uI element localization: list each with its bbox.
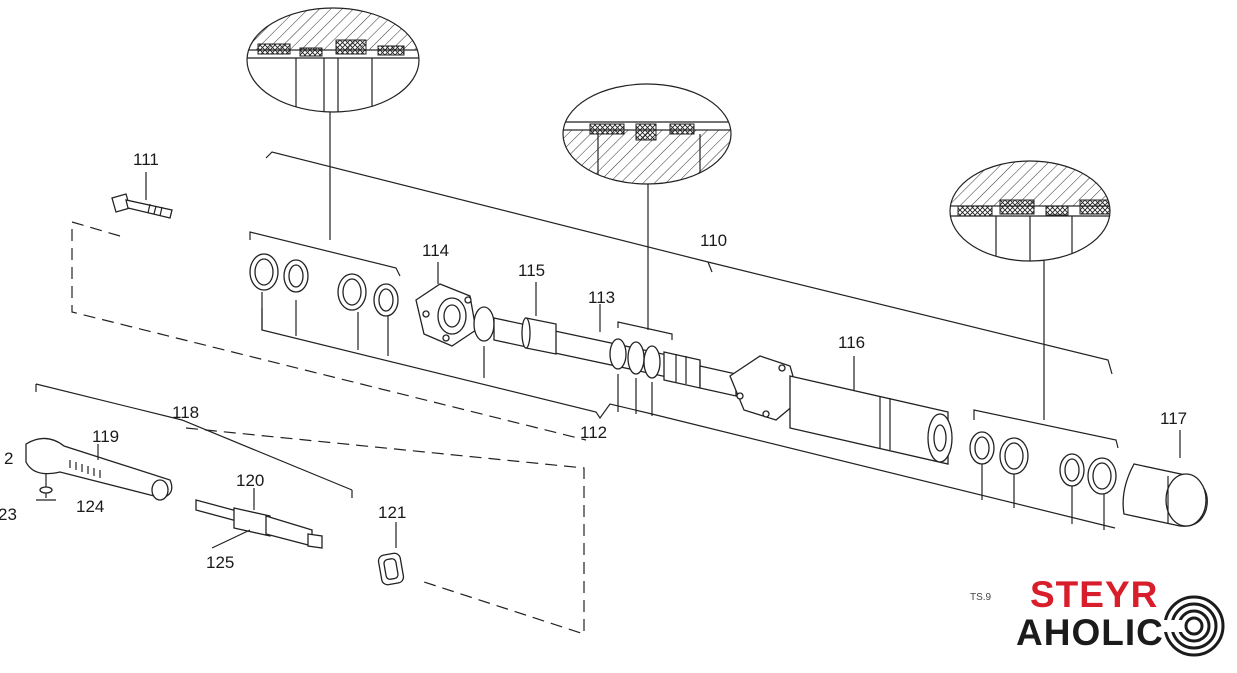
logo-line-1: STEYR xyxy=(1030,574,1159,615)
cap-117 xyxy=(1122,430,1208,527)
label-112: 112 xyxy=(580,423,607,442)
detail-circle-middle xyxy=(562,83,732,330)
steyr-aholic-logo: STEYR AHOLIC xyxy=(1012,572,1227,664)
label-121: 121 xyxy=(378,503,406,522)
label-116: 116 xyxy=(838,333,865,352)
logo-line-2: AHOLIC xyxy=(1016,612,1164,653)
assembly-bracket-110 xyxy=(265,151,1113,375)
label-110: 110 xyxy=(700,231,727,250)
label-118: 118 xyxy=(172,403,199,422)
label-124: 124 xyxy=(76,497,104,516)
label-125: 125 xyxy=(206,553,234,572)
piston-113 xyxy=(599,304,701,416)
seal-rings-right xyxy=(969,409,1119,530)
drawing-code: TS.9 xyxy=(970,592,992,603)
label-114: 114 xyxy=(422,241,449,260)
washer-121 xyxy=(377,522,405,586)
seal-rings-left xyxy=(249,253,399,317)
label-123: 23 xyxy=(0,505,17,524)
dashed-bracket-118 xyxy=(35,383,585,635)
dashed-bracket-outer xyxy=(71,221,587,441)
label-113: 113 xyxy=(588,288,615,307)
label-122: 2 xyxy=(4,449,13,468)
adjuster-120 xyxy=(195,488,323,549)
logo-target-icon xyxy=(1162,595,1225,657)
detail-circle-right xyxy=(949,160,1111,420)
label-115: 115 xyxy=(518,261,545,280)
detail-circle-left xyxy=(246,7,420,240)
tie-rod-end-119 xyxy=(25,437,173,501)
label-120: 120 xyxy=(236,471,264,490)
bolt-111 xyxy=(111,172,173,219)
cylinder-116 xyxy=(699,355,953,465)
assembly-bracket-112 xyxy=(261,308,1116,529)
label-111: 111 xyxy=(133,150,159,169)
label-117: 117 xyxy=(1160,409,1187,428)
label-119: 119 xyxy=(92,427,119,446)
seal-group-bracket-left xyxy=(249,231,485,378)
o-ring xyxy=(473,306,495,342)
flange-114 xyxy=(415,262,477,347)
